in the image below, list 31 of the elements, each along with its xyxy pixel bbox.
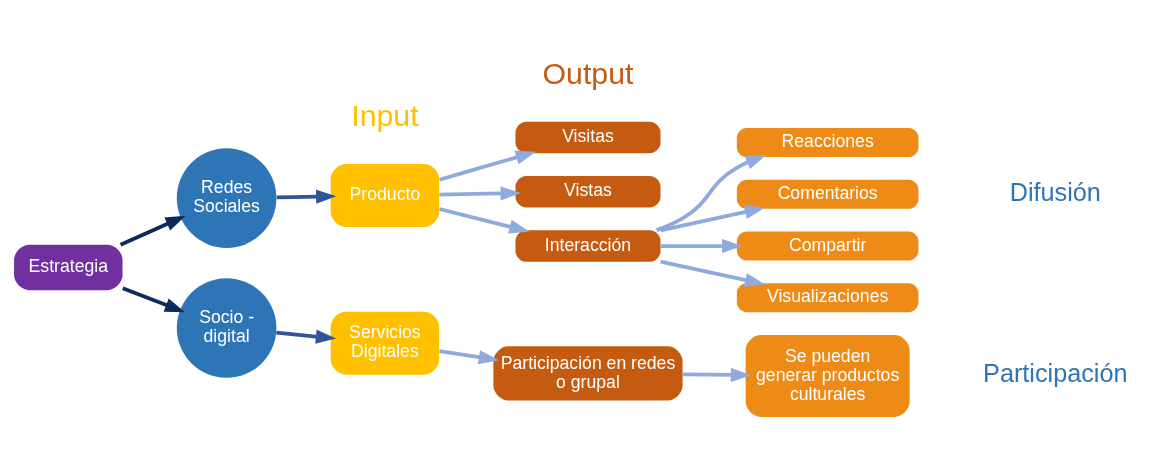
arrow xyxy=(119,215,186,246)
arrow xyxy=(438,206,530,234)
arrow xyxy=(660,238,743,253)
node-box: Vistas xyxy=(515,175,661,208)
arrow xyxy=(122,285,185,312)
arrow xyxy=(660,204,766,232)
node-circle: Redes Sociales xyxy=(176,147,277,248)
node-box: Se pueden generar productos culturales xyxy=(745,334,910,417)
node-box: Interacción xyxy=(515,229,661,262)
node-box: Reacciones xyxy=(736,127,919,157)
arrow xyxy=(439,185,521,200)
node-box: Producto xyxy=(330,163,440,227)
label: Output xyxy=(542,56,634,90)
arrow xyxy=(276,189,337,204)
node-box: Servicios Digitales xyxy=(330,311,440,375)
label: Difusión xyxy=(1009,177,1101,206)
node-box: Estrategia xyxy=(14,244,123,290)
arrow xyxy=(276,329,337,344)
node-box: Visitas xyxy=(515,121,661,153)
node-box: Comentarios xyxy=(736,179,919,209)
node-circle: Socio - digital xyxy=(176,277,277,378)
arrow xyxy=(682,367,752,382)
label: Input xyxy=(351,98,419,132)
label: Participación xyxy=(983,358,1128,387)
node-box: Visualizaciones xyxy=(736,282,919,312)
arrow xyxy=(439,150,536,182)
node-box: Compartir xyxy=(736,231,919,261)
arrow xyxy=(655,154,767,232)
node-box: Participación en redes o grupal xyxy=(493,345,683,401)
arrow xyxy=(660,259,766,287)
arrow xyxy=(439,348,499,364)
